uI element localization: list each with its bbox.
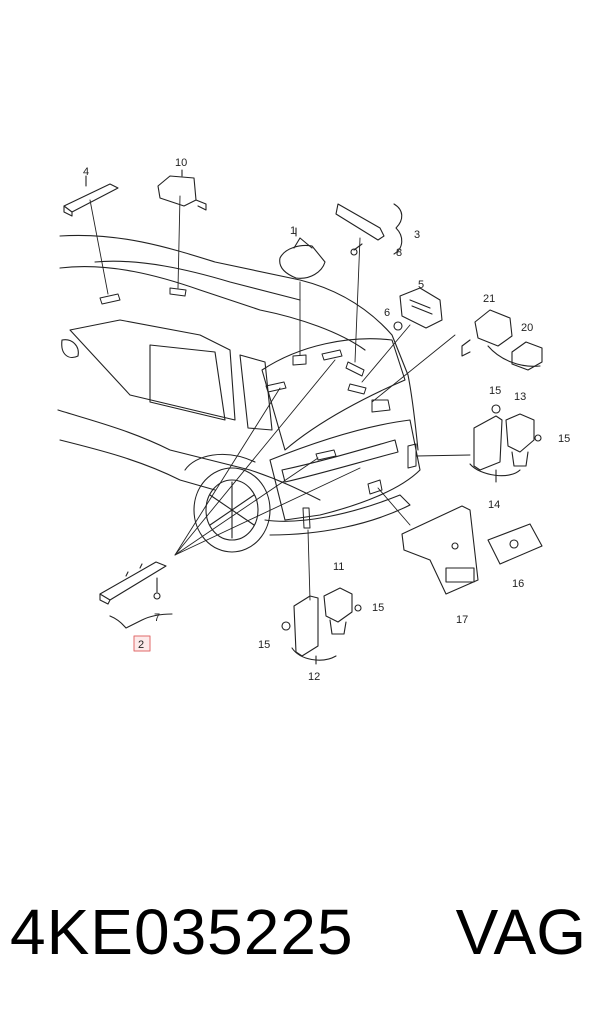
callout-17: 17 [456,614,468,626]
callout-8: 8 [396,247,402,259]
part-12-bracket [281,595,337,665]
parts-diagram: 1 3 4 5 6 7 8 10 11 12 13 14 15 15 15 15… [57,157,570,683]
part-2-antenna-module [99,561,173,629]
part-21-bracket [461,309,541,367]
callout-13: 13 [514,391,526,403]
part-3-antenna-bar [335,203,403,256]
callout-2: 2 [138,639,144,651]
part-1-roof-antenna [279,227,326,279]
callout-15b: 15 [558,433,570,445]
callout-15c: 15 [372,602,384,614]
callout-14: 14 [488,499,500,511]
callout-16: 16 [512,578,524,590]
part-13-clip [505,413,542,467]
part-10-module [157,169,207,211]
car-outline [57,234,421,553]
part-14-bracket [469,404,521,483]
callout-21: 21 [483,293,495,305]
callout-2-highlight: 2 [133,635,151,652]
callout-20: 20 [521,322,533,334]
callout-12: 12 [308,671,320,683]
brand-label: VAG [455,896,586,968]
callout-6: 6 [384,307,390,319]
callout-labels: 1 3 4 5 6 7 8 10 11 12 13 14 15 15 15 15… [83,157,570,683]
callout-7: 7 [154,612,160,624]
callout-4: 4 [83,166,89,178]
leader-lines [89,195,471,601]
callout-15d: 15 [258,639,270,651]
part-5-amplifier [393,287,443,331]
part-20-gps-antenna [511,341,543,371]
callout-11: 11 [333,561,344,573]
callout-5: 5 [418,279,424,291]
callout-10: 10 [175,157,187,169]
part-4-antenna-strip [63,175,119,217]
part-number: 4KE035225 [10,896,354,968]
callout-3: 3 [414,229,420,241]
part-16-sensor-cover [487,523,543,565]
part-11-clip [323,587,362,635]
callout-15a: 15 [489,385,501,397]
part-17-license-bracket [401,505,479,595]
callout-1: 1 [290,225,296,237]
mount-locations [99,287,417,529]
